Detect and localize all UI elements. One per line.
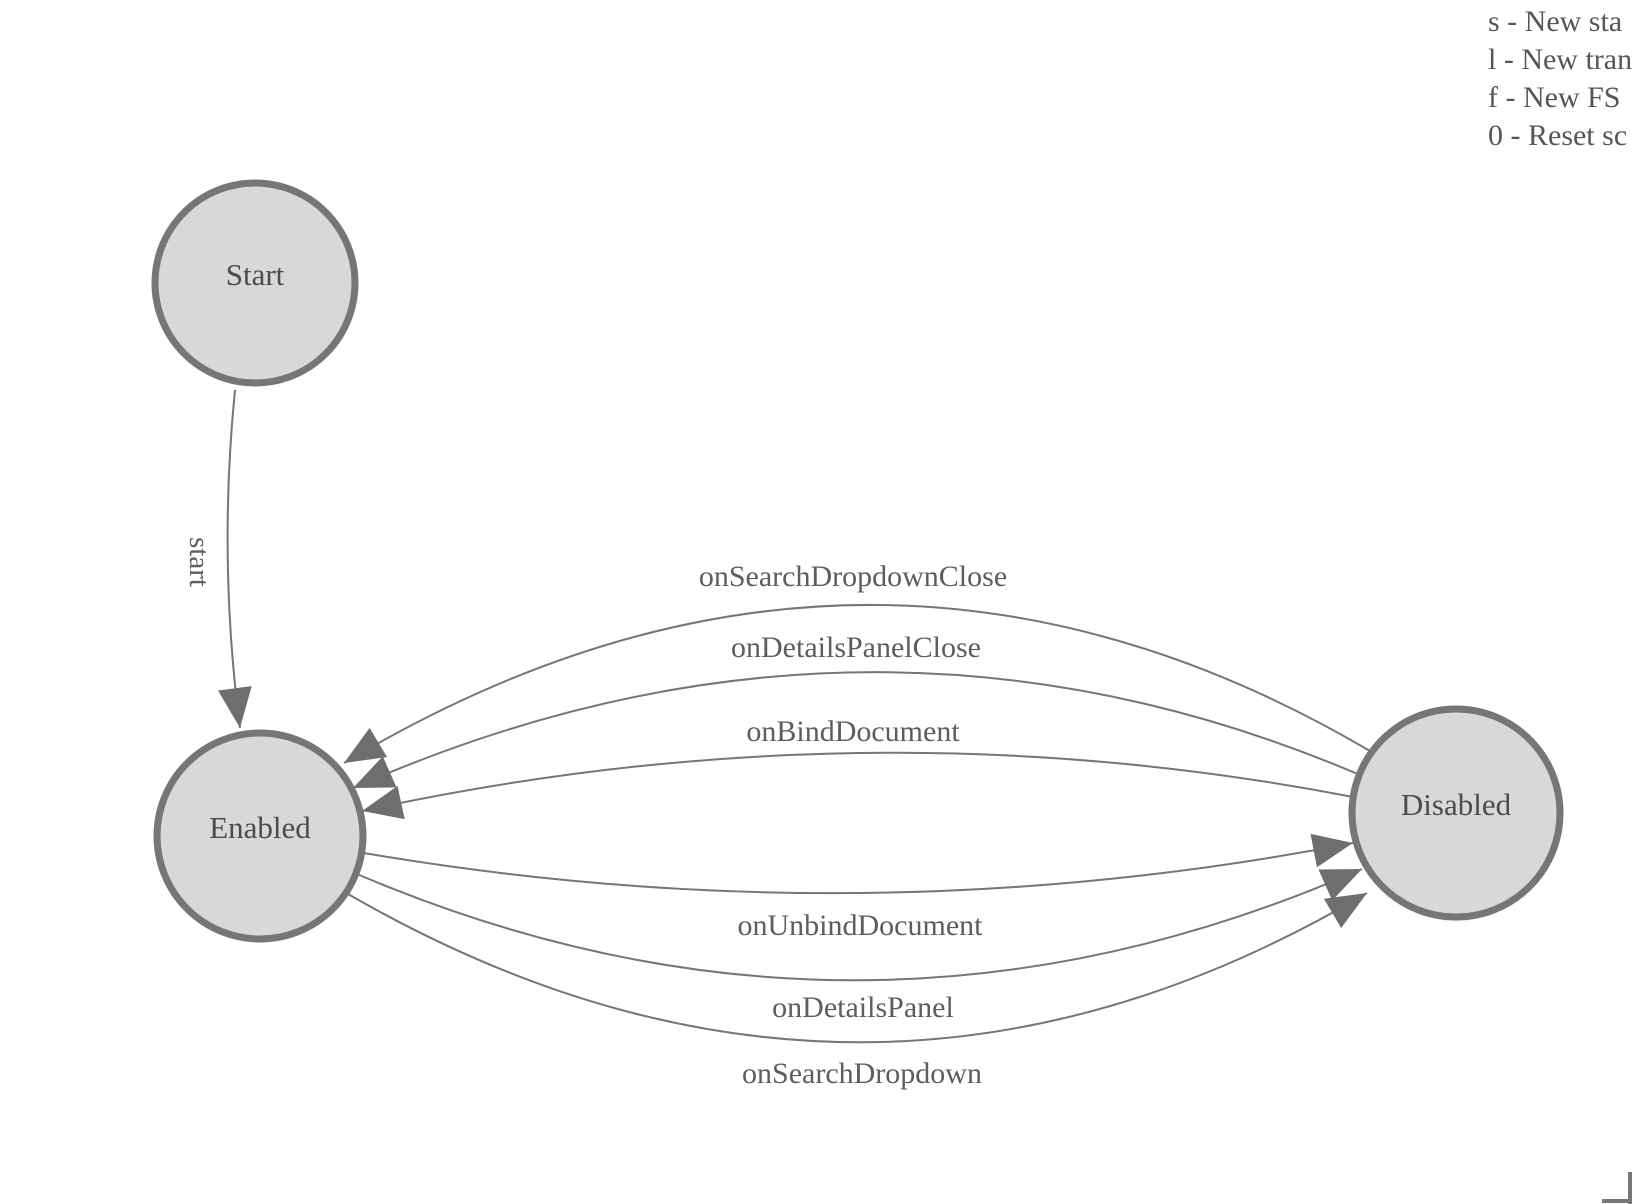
- transition-onDetailsPanelClose[interactable]: [352, 671, 1361, 789]
- transition-label-onUnbindDocument[interactable]: onUnbindDocument: [738, 909, 984, 942]
- legend-line-new-state: s - New sta: [1488, 5, 1623, 38]
- bracket-vertical-bar: [1628, 1172, 1632, 1204]
- transition-label-onSearchDropdown[interactable]: onSearchDropdown: [742, 1057, 982, 1090]
- legend-line-reset: 0 - Reset sc: [1488, 119, 1628, 152]
- bracket-horizontal-bar: [1602, 1199, 1632, 1203]
- legend-line-new-transition: l - New tran: [1488, 43, 1632, 76]
- transition-label-onDetailsPanelClose[interactable]: onDetailsPanelClose: [731, 631, 981, 664]
- state-label-enabled: Enabled: [209, 810, 311, 845]
- arrowhead-onDetailsPanel: [1318, 869, 1362, 901]
- state-start[interactable]: [151, 179, 359, 387]
- state-label-start: Start: [226, 257, 285, 292]
- legend-line-new-fsm: f - New FS: [1488, 81, 1621, 114]
- transition-label-onBindDocument[interactable]: onBindDocument: [746, 715, 960, 748]
- transition-label-start[interactable]: start: [183, 537, 215, 587]
- state-disabled[interactable]: [1348, 705, 1564, 921]
- transition-start[interactable]: [226, 389, 241, 729]
- transition-onSearchDropdownClose[interactable]: [343, 604, 1371, 764]
- arrowhead-onUnbindDocument: [1310, 833, 1353, 868]
- arrowhead-onBindDocument: [362, 785, 405, 820]
- transition-label-onSearchDropdownClose[interactable]: onSearchDropdownClose: [699, 560, 1007, 593]
- transition-onDetailsPanel[interactable]: [356, 868, 1363, 982]
- shortcut-legend: s - New sta l - New tran f - New FS 0 - …: [1488, 3, 1632, 155]
- transition-label-onDetailsPanel[interactable]: onDetailsPanel: [772, 991, 954, 1024]
- viewport-corner-bracket: [1602, 1172, 1632, 1204]
- arrowhead-onDetailsPanelClose: [353, 756, 397, 788]
- arrowhead-onSearchDropdownClose: [344, 727, 388, 763]
- transition-onBindDocument[interactable]: [361, 751, 1354, 812]
- state-enabled[interactable]: [153, 729, 367, 943]
- transition-onUnbindDocument[interactable]: [363, 842, 1354, 895]
- arrowhead-start: [218, 686, 252, 728]
- arrowhead-onSearchDropdown: [1323, 893, 1367, 928]
- state-label-disabled: Disabled: [1401, 787, 1512, 822]
- transition-onSearchDropdown[interactable]: [347, 892, 1368, 1044]
